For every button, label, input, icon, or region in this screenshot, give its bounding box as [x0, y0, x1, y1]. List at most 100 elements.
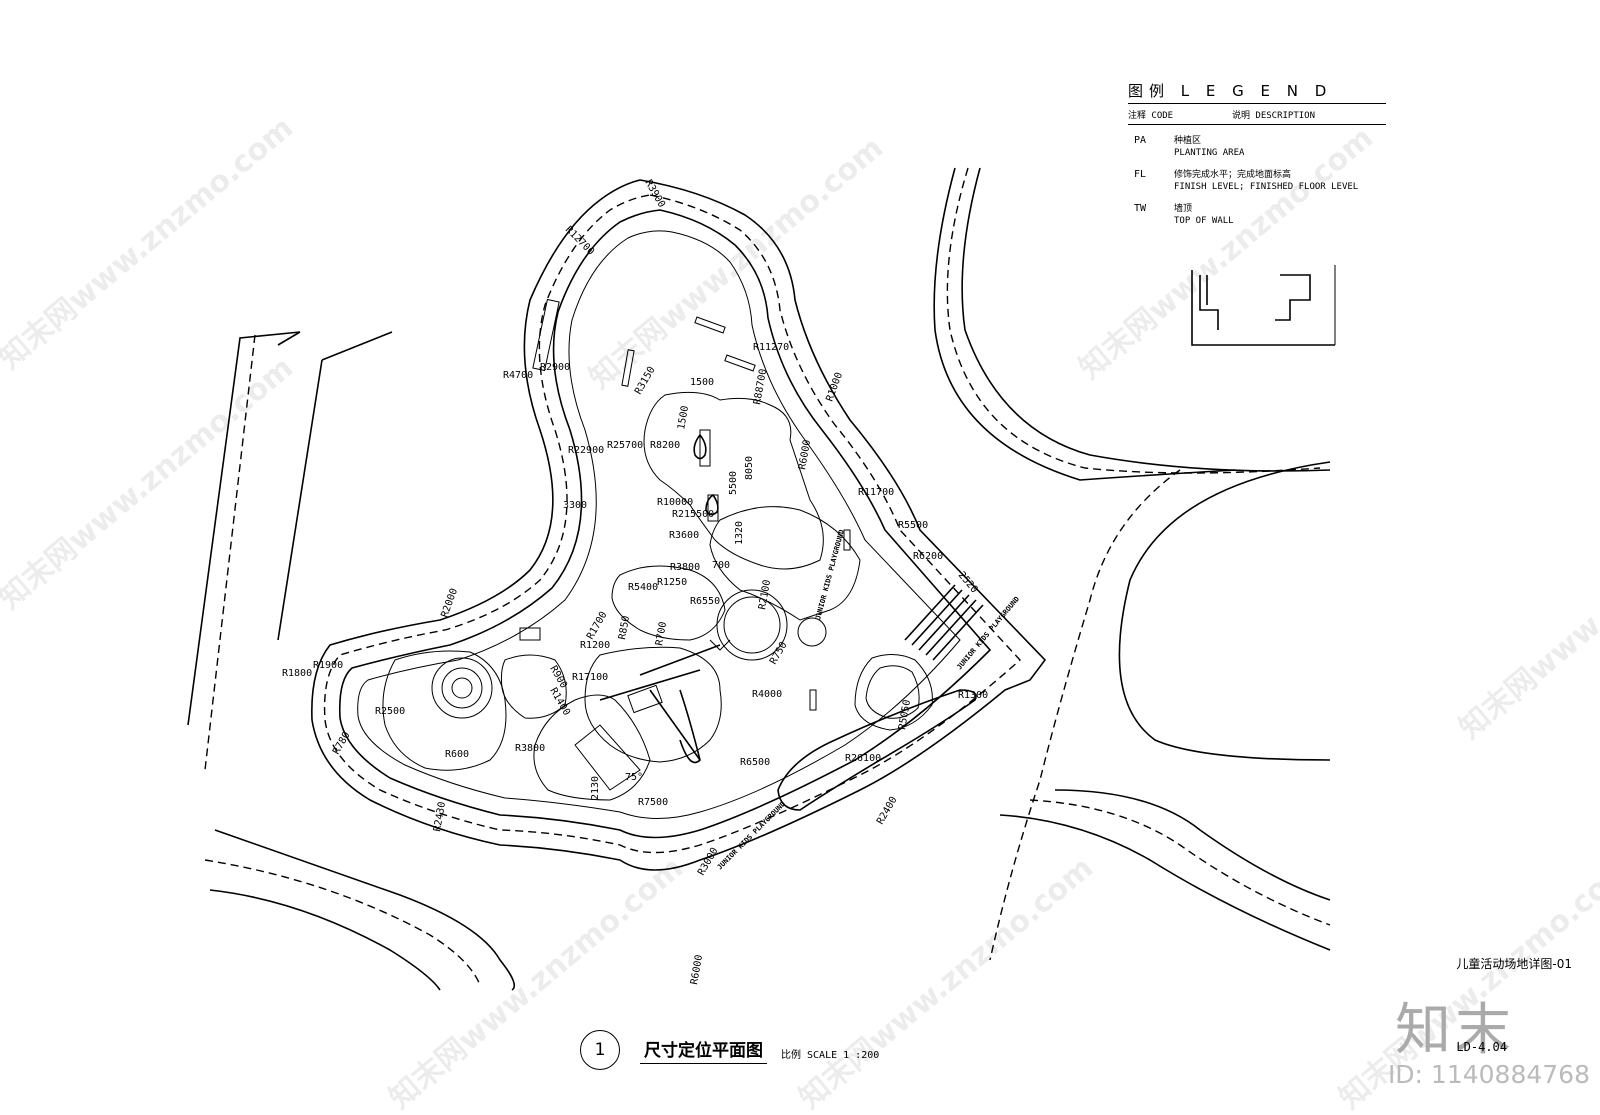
legend-item: PA 种植区 PLANTING AREA	[1128, 135, 1386, 159]
dim-label: R780	[331, 730, 353, 756]
play-equipment	[519, 298, 984, 764]
dim-label: R215500	[672, 509, 714, 520]
sheet-number: LD-4.04	[1456, 1040, 1507, 1054]
image-id: ID: 1140884768	[1387, 1060, 1590, 1089]
legend-header: 注释 CODE 说明 DESCRIPTION	[1128, 104, 1386, 125]
dim-label: R5500	[898, 520, 928, 531]
dim-label: R4000	[752, 689, 782, 700]
dim-label: R3800	[515, 743, 545, 754]
dim-label: R2100	[757, 579, 773, 611]
brand-logo: 知末	[1395, 998, 1515, 1063]
dim-label: R1300	[958, 690, 988, 701]
dim-label: R600	[445, 749, 469, 760]
dim-label: R3900	[642, 178, 667, 210]
dim-label: R2430	[432, 801, 448, 833]
watermark-5: 知末网www.znzmo.com	[383, 850, 690, 1115]
dim-label: R2900	[540, 362, 570, 373]
legend-desc-cn: 墙顶	[1174, 204, 1193, 214]
dim-label: R25700	[607, 440, 643, 451]
dim-label: R22900	[568, 445, 604, 456]
legend-key-plan	[1191, 265, 1336, 346]
watermark-2: 知末网www.znzmo.com	[0, 350, 300, 616]
dim-label: R17100	[572, 672, 608, 683]
dim-label: R5400	[628, 582, 658, 593]
legend-desc-en: FINISH LEVEL; FINISHED FLOOR LEVEL	[1174, 182, 1359, 192]
dim-label: 1500	[690, 377, 714, 388]
dim-label: 3300	[563, 500, 587, 511]
legend-desc-cn: 种植区	[1174, 136, 1202, 146]
dim-label: R3000	[696, 846, 721, 878]
legend-item: TW 墙顶 TOP OF WALL	[1128, 203, 1386, 227]
dim-label: R4700	[503, 370, 533, 381]
drawing-title-block: 1 尺寸定位平面图 比例 SCALE 1 :200	[580, 1030, 879, 1070]
dim-label: R6550	[690, 596, 720, 607]
dim-label: 2130	[590, 776, 601, 800]
dim-label: 75°	[625, 772, 643, 783]
context-roads	[187, 167, 1331, 991]
watermark-8: 知末网www.znzmo.com	[1453, 480, 1600, 746]
dim-label: 5500	[728, 471, 739, 495]
drawing-scale: 比例 SCALE 1 :200	[781, 1049, 880, 1061]
legend-desc-en: TOP OF WALL	[1174, 216, 1234, 226]
bench-block	[904, 584, 984, 661]
legend-desc: 墙顶 TOP OF WALL	[1174, 203, 1234, 227]
dim-label: R3600	[669, 530, 699, 541]
playground-label: JUNIOR KIDS PLAYGROUND	[814, 529, 846, 621]
dim-label: R1700	[585, 610, 610, 642]
playground-outline	[311, 179, 1047, 871]
dim-label: R11270	[753, 342, 789, 353]
dim-label: R3150	[633, 365, 658, 397]
legend-title: 图例 L E G E N D	[1128, 80, 1386, 104]
playground-label: JUNIOR KIDS PLAYGROUND	[955, 595, 1021, 671]
legend-header-code: 注释 CODE	[1128, 111, 1174, 121]
legend-desc-cn: 修饰完成水平；完成地面标高	[1174, 170, 1292, 180]
dim-label: R1900	[313, 660, 343, 671]
dim-label: R6200	[913, 551, 943, 562]
legend-panel: 图例 L E G E N D 注释 CODE 说明 DESCRIPTION PA…	[1128, 80, 1386, 227]
dimension-labels: R3900 R12700 R4700 R2900 R22900 R25700 R…	[282, 178, 988, 986]
drawing-number: 1	[580, 1030, 620, 1070]
dim-label: R7500	[638, 797, 668, 808]
dim-label: R850	[617, 615, 632, 641]
legend-item: FL 修饰完成水平；完成地面标高 FINISH LEVEL; FINISHED …	[1128, 169, 1386, 193]
watermark-layer: 知末网www.znzmo.com 知末网www.znzmo.com 知末网www…	[0, 110, 1600, 1115]
dim-label: 1500	[676, 405, 691, 431]
dim-label: 2520	[956, 570, 980, 596]
dim-label: R1400	[547, 686, 572, 718]
legend-header-desc: 说明 DESCRIPTION	[1232, 111, 1316, 121]
legend-desc-en: PLANTING AREA	[1174, 148, 1245, 158]
dim-label: 1320	[734, 521, 745, 545]
watermark-3: 知末网www.znzmo.com	[583, 130, 890, 396]
dim-label: R6000	[797, 439, 813, 471]
dim-label: R88700	[752, 368, 769, 405]
legend-desc: 修饰完成水平；完成地面标高 FINISH LEVEL; FINISHED FLO…	[1174, 169, 1358, 193]
sheet-name: 儿童活动场地详图-01	[1456, 957, 1572, 971]
dim-label: R3800	[670, 562, 700, 573]
dim-label: R6500	[740, 757, 770, 768]
dim-label: R12700	[563, 224, 596, 257]
dim-label: R2500	[375, 706, 405, 717]
inner-zones	[382, 391, 977, 811]
dim-label: R5050	[897, 699, 913, 731]
legend-code: FL	[1134, 169, 1147, 180]
dim-label: R1800	[282, 668, 312, 679]
legend-desc: 种植区 PLANTING AREA	[1174, 135, 1244, 159]
dim-label: R11700	[858, 487, 894, 498]
watermark-6: 知末网www.znzmo.com	[793, 850, 1100, 1115]
dim-label: R1250	[657, 577, 687, 588]
legend-code: TW	[1134, 203, 1147, 214]
dim-label: R700	[654, 621, 669, 647]
dim-label: R750	[768, 640, 790, 666]
dim-label: R1200	[580, 640, 610, 651]
dim-label: R26100	[845, 753, 881, 764]
dim-label: R10000	[657, 497, 693, 508]
legend-code: PA	[1134, 135, 1147, 146]
dim-label: R6000	[689, 954, 705, 986]
drawing-title: 尺寸定位平面图	[640, 1036, 767, 1064]
dim-label: R1000	[824, 371, 845, 403]
dim-label: 8050	[744, 456, 755, 480]
dim-label: R8200	[650, 440, 680, 451]
dim-label: 700	[712, 560, 730, 571]
dim-label: R2400	[875, 795, 900, 827]
